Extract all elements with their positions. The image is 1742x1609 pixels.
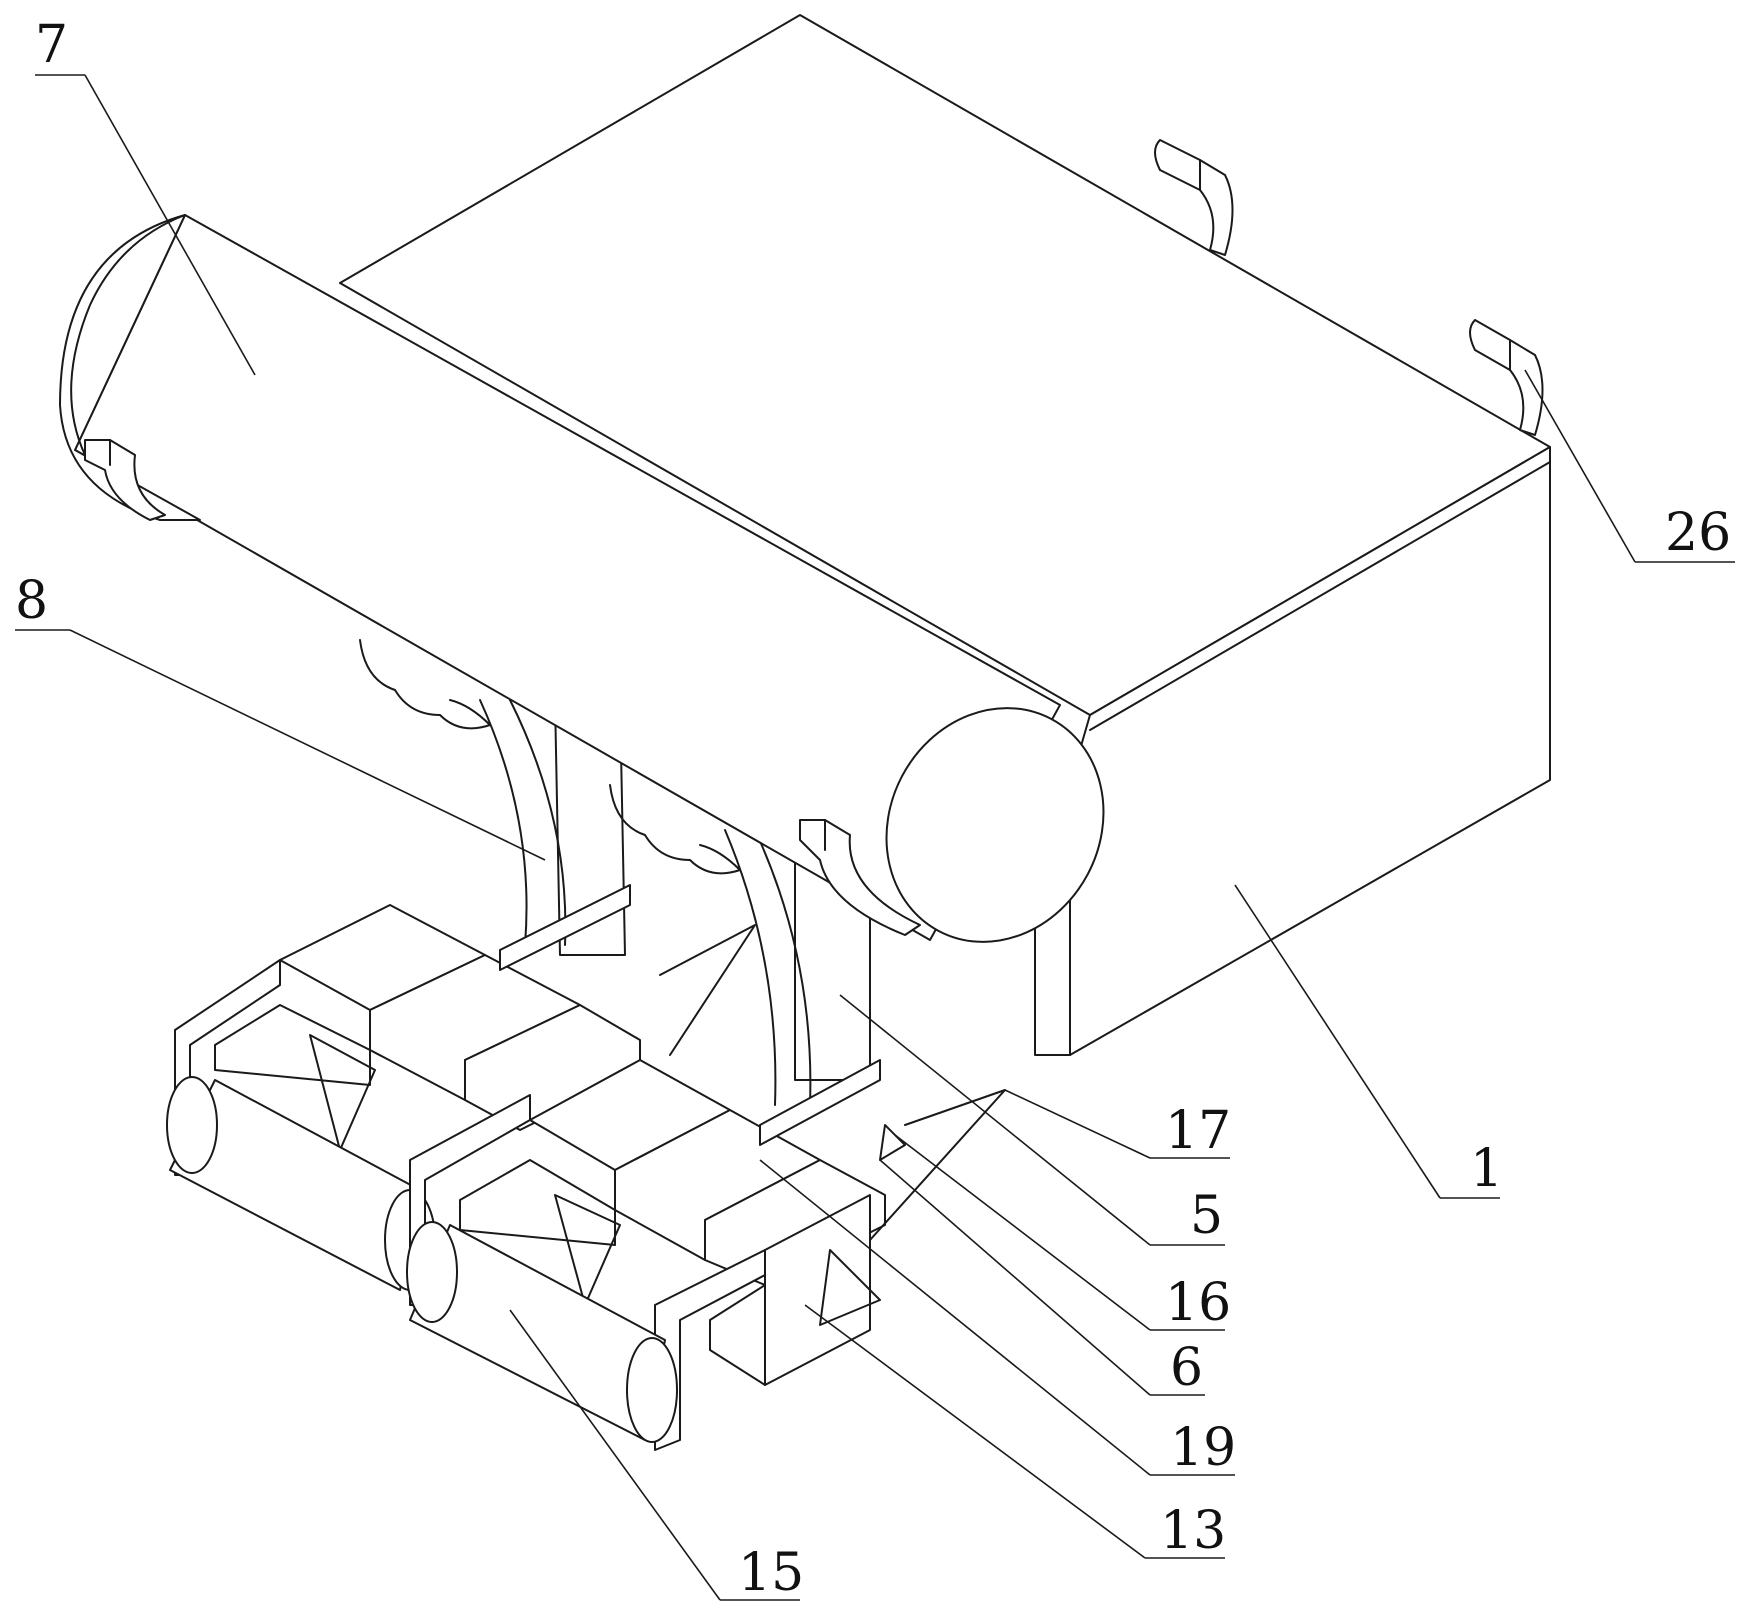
support-block-side xyxy=(709,1284,766,1386)
front-unit-hopper-frame xyxy=(459,1159,616,1246)
leader-13 xyxy=(804,1304,1146,1559)
rear-unit-side-plate xyxy=(174,959,281,1176)
curved-pipe-left xyxy=(479,699,528,946)
hook-bracket-rear-2 xyxy=(1469,319,1544,436)
hook-brackets xyxy=(1154,139,1544,436)
cylinder-tank xyxy=(59,214,1105,943)
leader-lines xyxy=(15,74,1735,1601)
roller-assembly-rear xyxy=(166,884,641,1291)
front-roller-far-end xyxy=(406,1221,458,1323)
leader-15 xyxy=(509,1309,721,1601)
leader-17 xyxy=(1004,1089,1151,1159)
rear-unit-v-bracket xyxy=(309,1034,376,1151)
leader-1 xyxy=(1234,884,1441,1199)
leader-6 xyxy=(879,1159,1151,1396)
leader-26 xyxy=(1524,369,1636,563)
leader-7 xyxy=(84,74,256,376)
housing-lid-seam xyxy=(1089,461,1551,731)
curved-pipe-right xyxy=(724,829,777,1106)
hook-bracket-rear-1 xyxy=(1154,139,1234,256)
label-6: 6 xyxy=(1170,1338,1203,1398)
scalloped-nozzle-left xyxy=(359,639,491,730)
wedge-part-16 xyxy=(879,1124,906,1161)
part-labels: 7 8 26 17 5 1 16 6 19 13 15 xyxy=(15,15,1731,1603)
label-5: 5 xyxy=(1190,1186,1223,1246)
front-unit-top-plate xyxy=(759,1059,881,1146)
front-unit-side-plate xyxy=(409,1094,531,1306)
spray-fan-rear xyxy=(659,924,756,1056)
front-roller-end xyxy=(626,1337,678,1443)
wedge-part-19 xyxy=(819,1249,881,1326)
label-16: 16 xyxy=(1165,1273,1231,1333)
label-7: 7 xyxy=(35,15,68,75)
front-end-plate xyxy=(654,1249,766,1451)
cylinder-rear-arc xyxy=(70,214,186,456)
label-8: 8 xyxy=(15,571,48,631)
rear-unit-top-plate xyxy=(499,884,631,971)
leader-16 xyxy=(894,1134,1151,1331)
label-13: 13 xyxy=(1160,1501,1226,1561)
label-17: 17 xyxy=(1165,1101,1231,1161)
front-unit-block-2 xyxy=(704,1159,886,1286)
leader-8 xyxy=(69,629,546,861)
label-15: 15 xyxy=(738,1543,804,1603)
hook-bracket-cylinder-front xyxy=(799,819,921,936)
curved-pipe-right-inner xyxy=(754,829,812,1106)
hook-bracket-cylinder-rear xyxy=(84,439,166,521)
curved-pipe-left-inner xyxy=(509,699,567,946)
label-1: 1 xyxy=(1470,1139,1503,1199)
scalloped-nozzle-right xyxy=(609,784,741,875)
leader-5 xyxy=(839,994,1151,1246)
roller-assembly-front xyxy=(406,924,1006,1451)
front-unit-v-bracket xyxy=(554,1194,621,1306)
label-19: 19 xyxy=(1170,1418,1236,1478)
rear-roller-far-end xyxy=(166,1076,218,1174)
cylinder-hooks xyxy=(84,439,921,936)
label-26: 26 xyxy=(1665,503,1731,563)
rear-unit-hopper-frame xyxy=(214,1004,371,1086)
leader-19 xyxy=(759,1159,1151,1476)
cylinder-front-cap xyxy=(885,707,1105,943)
